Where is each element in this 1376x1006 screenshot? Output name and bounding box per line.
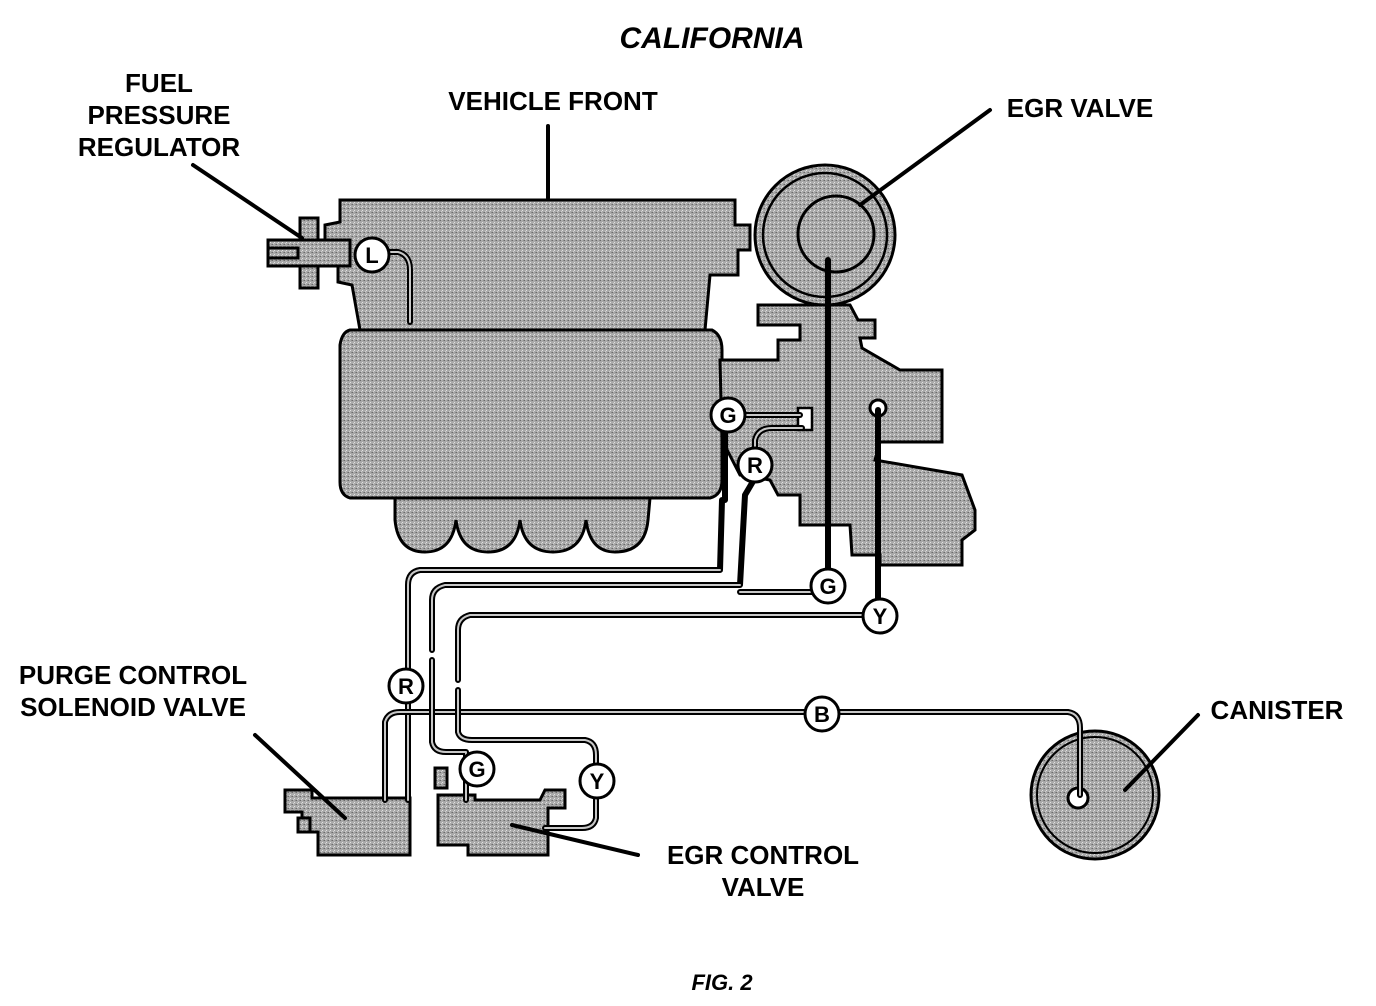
svg-text:REGULATOR: REGULATOR xyxy=(78,132,240,162)
label-canister: CANISTER xyxy=(1211,695,1344,725)
svg-text:PRESSURE: PRESSURE xyxy=(87,100,230,130)
svg-text:G: G xyxy=(719,403,736,428)
svg-text:L: L xyxy=(365,243,378,268)
label-egr-control-valve: EGR CONTROL VALVE xyxy=(667,840,859,902)
hose-tag-b: B xyxy=(803,695,841,733)
hose-tag-r-lower: R xyxy=(387,667,425,705)
hose-tag-g-upper: G xyxy=(709,396,747,434)
vacuum-hoses xyxy=(369,249,1083,831)
svg-text:G: G xyxy=(819,574,836,599)
hose-tag-l: L xyxy=(353,236,391,274)
hose-tag-g-lower: G xyxy=(458,750,496,788)
fuel-pressure-regulator xyxy=(266,216,352,290)
hose-tag-y-mid: Y xyxy=(861,597,899,635)
svg-text:R: R xyxy=(747,453,763,478)
engine-block xyxy=(338,328,724,554)
svg-text:Y: Y xyxy=(873,604,888,629)
label-egr-valve: EGR VALVE xyxy=(1007,93,1153,123)
figure-caption: FIG. 2 xyxy=(691,970,753,995)
canister xyxy=(1029,729,1161,861)
hose-tag-y-lower: Y xyxy=(578,762,616,800)
hose-tag-g-mid: G xyxy=(809,567,847,605)
svg-text:Y: Y xyxy=(590,769,605,794)
svg-text:G: G xyxy=(468,757,485,782)
svg-text:VALVE: VALVE xyxy=(722,872,805,902)
purge-control-solenoid-valve xyxy=(283,788,412,857)
intake-manifold xyxy=(323,198,752,332)
diagram-title: CALIFORNIA xyxy=(620,22,805,55)
hose-tag-r-upper: R xyxy=(736,446,774,484)
label-purge-control-solenoid-valve: PURGE CONTROL SOLENOID VALVE xyxy=(19,660,247,722)
svg-text:PURGE CONTROL: PURGE CONTROL xyxy=(19,660,247,690)
svg-text:FUEL: FUEL xyxy=(125,68,193,98)
label-fuel-pressure-regulator: FUEL PRESSURE REGULATOR xyxy=(78,68,240,162)
label-vehicle-front: VEHICLE FRONT xyxy=(448,86,658,116)
svg-text:B: B xyxy=(814,702,830,727)
leader-lines xyxy=(191,108,1200,857)
svg-text:R: R xyxy=(398,674,414,699)
egr-control-valve xyxy=(433,766,567,857)
svg-text:SOLENOID VALVE: SOLENOID VALVE xyxy=(20,692,246,722)
svg-text:EGR CONTROL: EGR CONTROL xyxy=(667,840,859,870)
egr-valve xyxy=(753,163,897,307)
